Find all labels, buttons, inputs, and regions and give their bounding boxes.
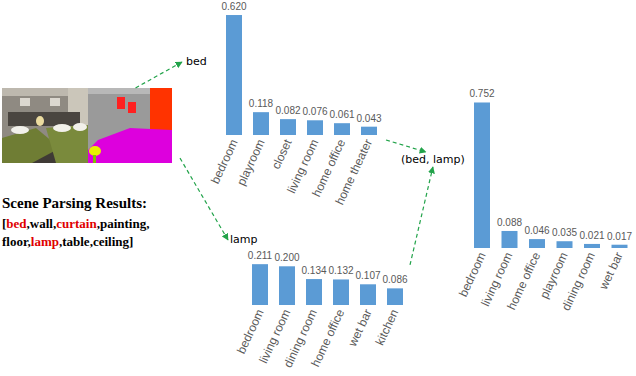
bar: [252, 264, 268, 305]
pair-label: (bed, lamp): [398, 152, 468, 167]
object-word: ,: [90, 234, 93, 249]
object-word: ,: [146, 216, 149, 231]
bar-value: 0.134: [301, 266, 326, 276]
chart-heading: lamp: [230, 234, 258, 245]
bar-value: 0.088: [497, 218, 522, 228]
photo-pillow: [11, 126, 29, 134]
object-word: ,: [27, 216, 30, 231]
scene-panel: Scene Parsing Results:[bed,wall,curtain,…: [2, 88, 180, 251]
bar-chart: bed 0.620 0.1180.0820.0760.0610.043 bedroom…: [182, 2, 386, 200]
bar-value: 0.061: [329, 110, 354, 120]
object-word: [: [2, 216, 6, 231]
segment-table: [93, 155, 96, 163]
object-word: painting: [100, 216, 146, 231]
bar: [387, 288, 403, 305]
segment-bed: [88, 128, 172, 163]
bedroom-photo: [2, 88, 88, 163]
bar: [334, 123, 350, 135]
bar-value: 0.752: [469, 89, 494, 99]
photo-pillow: [73, 123, 87, 131]
category-label: playroom: [235, 137, 267, 187]
object-word: lamp: [31, 234, 59, 249]
object-word: wall: [30, 216, 53, 231]
bar: [529, 239, 545, 248]
category-label: kitchen: [373, 307, 400, 347]
object-word: ,: [59, 234, 62, 249]
bar-value: 0.107: [355, 271, 380, 281]
bar-value: 0.200: [274, 253, 299, 263]
photo-lamp: [36, 116, 44, 126]
dashed-arrow: [386, 140, 426, 152]
category-label: wet bar: [597, 250, 625, 291]
object-word: ,: [97, 216, 100, 231]
bar-value: 0.086: [382, 275, 407, 285]
bar-chart: 0.7520.0880.0460.0350.0210.017bedroomliv…: [466, 2, 634, 336]
category-label: bedroom: [457, 250, 488, 298]
bar-value: 0.076: [302, 107, 327, 117]
category-label: bedroom: [235, 307, 266, 355]
bar-value: 0.132: [328, 266, 353, 276]
photo-pillow: [53, 124, 71, 132]
object-list: [bed,wall,curtain,painting, floor,lamp,t…: [2, 215, 180, 251]
photo-wall: [2, 88, 88, 163]
chart-heading: bed: [186, 56, 207, 67]
segment-lamp: [89, 146, 101, 156]
bar-value: 0.017: [607, 232, 632, 242]
bar: [360, 284, 376, 305]
bar-value: 0.211: [248, 251, 272, 261]
caption-heading: Scene Parsing Results:: [2, 196, 180, 211]
bar: [307, 120, 323, 135]
bar: [474, 102, 490, 248]
category-label: closet: [269, 137, 293, 170]
segmentation-map: [88, 88, 172, 163]
segment-painting: [117, 97, 125, 109]
segment-painting: [128, 102, 136, 113]
bar: [226, 15, 242, 135]
object-word: curtain: [56, 216, 96, 231]
bar-value: 0.118: [249, 99, 273, 109]
bar-value: 0.043: [356, 114, 381, 124]
pair-heading: (bed, lamp): [398, 152, 468, 167]
bar: [333, 279, 349, 305]
object-word: table: [62, 234, 89, 249]
bar-value: 0.035: [552, 228, 577, 238]
bar: [557, 241, 573, 248]
bar: [253, 112, 269, 135]
bar: [584, 244, 600, 248]
object-word: ]: [129, 234, 133, 249]
bar: [361, 127, 377, 135]
bar: [502, 231, 518, 248]
bar: [279, 266, 295, 305]
bar-value: 0.021: [579, 231, 604, 241]
bar: [612, 245, 628, 248]
bar-value: 0.046: [524, 226, 549, 236]
object-word: ceiling: [93, 234, 129, 249]
bar: [280, 119, 296, 135]
segment-wall: [88, 88, 172, 163]
photo-painting: [20, 98, 30, 106]
object-word: floor: [2, 234, 28, 249]
dashed-arrow: [410, 167, 433, 265]
object-word: bed: [6, 216, 26, 231]
photo-painting: [50, 98, 60, 106]
object-word: ,: [53, 216, 56, 231]
category-label: bedroom: [209, 137, 240, 185]
dashed-arrow: [136, 62, 183, 88]
segment-curtain: [150, 88, 172, 132]
object-word: ,: [28, 234, 31, 249]
bar: [306, 279, 322, 305]
bar-value: 0.082: [275, 106, 300, 116]
photo-headboard: [8, 112, 80, 126]
category-label: wet bar: [346, 307, 374, 348]
bar-value: 0.620: [221, 2, 246, 12]
bar-chart: lamp 0.2110.2000.1340.1320.1070.086 bedroo…: [228, 210, 410, 374]
